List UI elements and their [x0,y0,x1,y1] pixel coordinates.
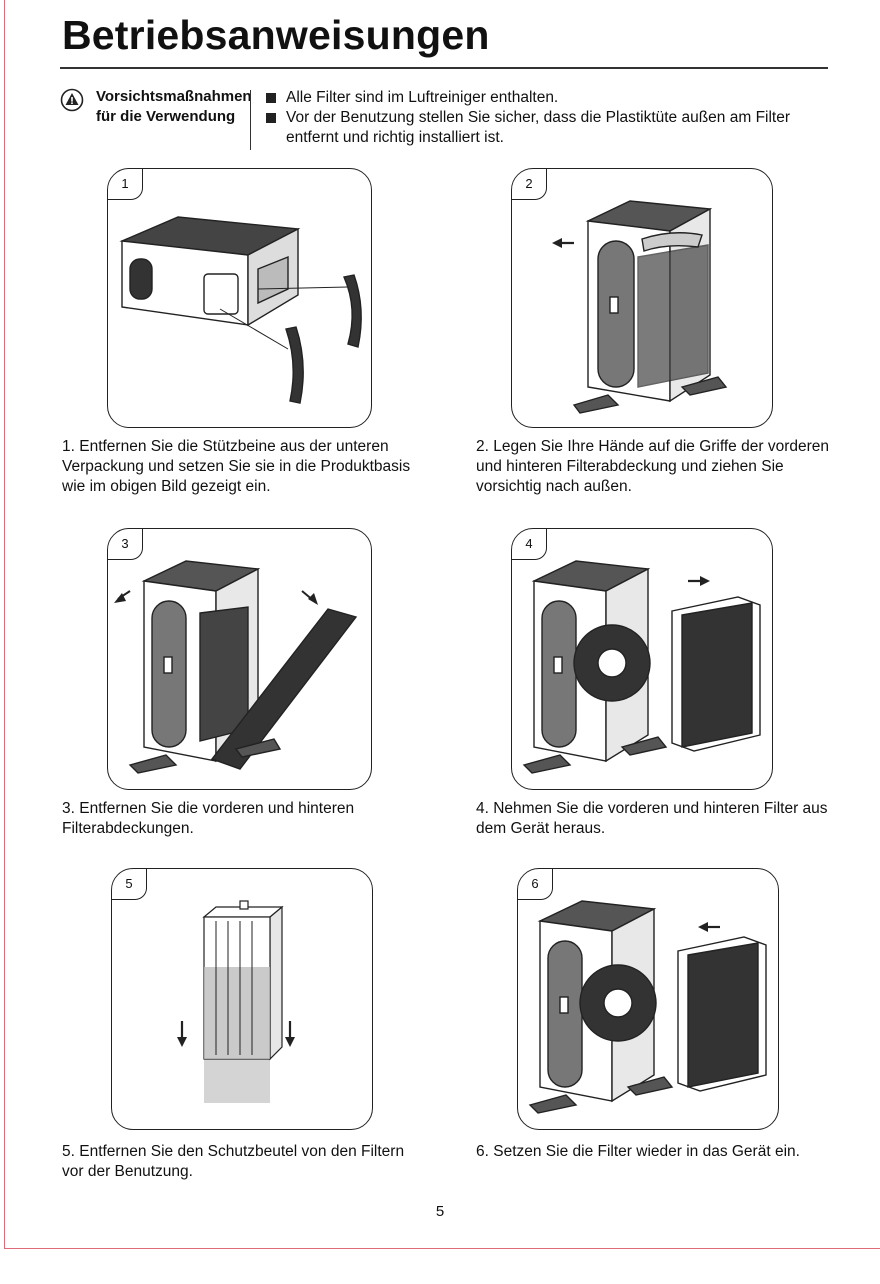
step-6-caption: 6. Setzen Sie die Filter wieder in das G… [476,1142,836,1162]
step-1-caption: 1. Entfernen Sie die Stützbeine aus der … [62,437,422,497]
page-title: Betriebsanweisungen [62,12,490,59]
caution-note-text: Alle Filter sind im Luftreiniger enthalt… [286,89,558,106]
step-5-illustration [112,869,373,1130]
step-3-caption: 3. Entfernen Sie die vorderen und hinter… [62,799,422,839]
caution-heading: Vorsichtsmaßnahmen für die Verwendung [96,87,246,127]
step-2-illustration [512,169,773,428]
step-5-panel: 5 [111,868,373,1130]
step-2-panel: 2 [511,168,773,428]
step-1-panel: 1 [107,168,372,428]
page-number: 5 [0,1203,880,1220]
step-5-caption: 5. Entfernen Sie den Schutzbeutel von de… [62,1142,422,1182]
step-4-panel: 4 [511,528,773,790]
page-frame-left [4,0,5,1248]
title-rule [60,67,828,69]
step-1-illustration [108,169,372,428]
page-frame-bottom [4,1248,880,1249]
caution-note: Vor der Benutzung stellen Sie sicher, da… [266,108,836,148]
caution-note: Alle Filter sind im Luftreiniger enthalt… [266,88,836,108]
caution-notes: Alle Filter sind im Luftreiniger enthalt… [266,88,836,148]
caution-note-text: Vor der Benutzung stellen Sie sicher, da… [286,109,790,146]
square-bullet-icon [266,113,276,123]
step-4-illustration [512,529,773,790]
step-2-caption: 2. Legen Sie Ihre Hände auf die Griffe d… [476,437,836,497]
warning-triangle-icon [60,88,84,112]
square-bullet-icon [266,93,276,103]
step-4-caption: 4. Nehmen Sie die vorderen und hinteren … [476,799,836,839]
caution-divider [250,90,251,150]
step-6-illustration [518,869,779,1130]
step-3-illustration [108,529,372,790]
step-6-panel: 6 [517,868,779,1130]
step-3-panel: 3 [107,528,372,790]
